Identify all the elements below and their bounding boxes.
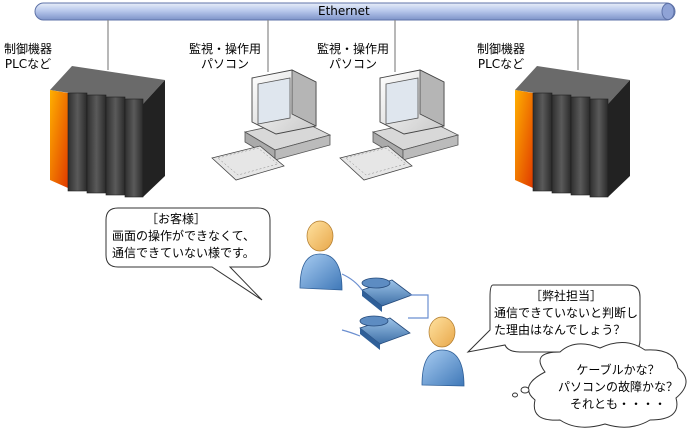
pc2-computer-icon (340, 70, 458, 180)
pc1-computer-icon (212, 70, 330, 180)
thought-message: ケーブルかな？ パソコンの故障かな？ それとも・・・・ (558, 362, 678, 413)
pc2-label: 監視・操作用 パソコン (317, 42, 389, 72)
telephone-icon-1 (362, 278, 412, 312)
pc1-label: 監視・操作用 パソコン (189, 42, 261, 72)
left-plc-rack-icon (50, 66, 165, 197)
telephone-icon-2 (360, 316, 410, 350)
customer-person-icon (300, 221, 342, 290)
customer-heading: ［お客様］ (146, 211, 206, 228)
staff-message: 通信できていないと判断し た理由はなんでしょう？ (494, 305, 638, 339)
staff-heading: ［弊社担当］ (530, 288, 602, 305)
left-controller-label: 制御機器 PLCなど (4, 42, 52, 72)
staff-person-icon (422, 317, 464, 386)
right-plc-rack-icon (515, 66, 630, 197)
ethernet-label: Ethernet (318, 4, 370, 18)
customer-message: 画面の操作ができなくて、 通信できていない様です。 (112, 228, 255, 262)
right-controller-label: 制御機器 PLCなど (477, 42, 525, 72)
